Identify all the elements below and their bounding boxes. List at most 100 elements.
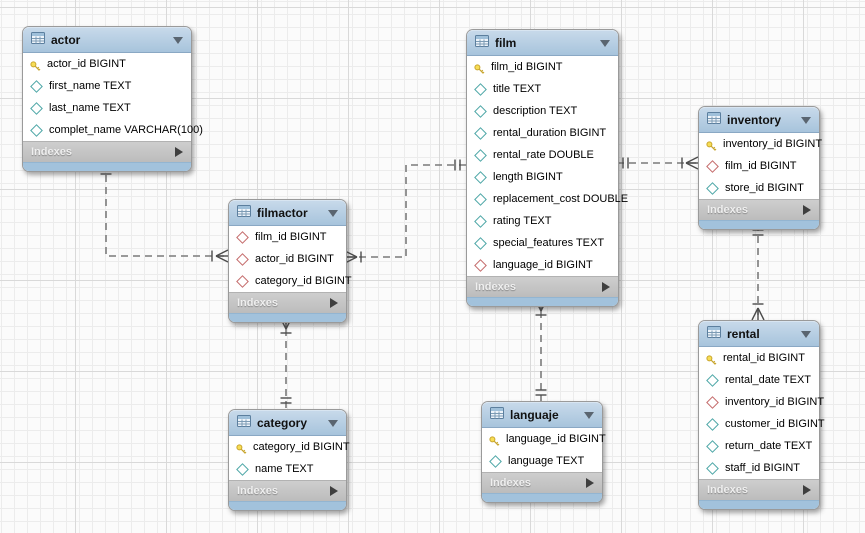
relationship-inventory-rental[interactable]	[751, 224, 765, 321]
column-row[interactable]: title TEXT	[467, 78, 618, 100]
expand-arrow-icon[interactable]	[602, 282, 610, 292]
column-row[interactable]: first_name TEXT	[23, 75, 191, 97]
column-row[interactable]: rental_rate DOUBLE	[467, 144, 618, 166]
relationship-film-inventory[interactable]	[617, 156, 699, 170]
collapse-arrow-icon[interactable]	[173, 36, 183, 44]
table-header[interactable]: rental	[699, 321, 819, 347]
expand-arrow-icon[interactable]	[330, 486, 338, 496]
column-row[interactable]: rating TEXT	[467, 210, 618, 232]
expand-arrow-icon[interactable]	[175, 147, 183, 157]
table-footer	[467, 297, 618, 306]
column-row[interactable]: customer_id BIGINT	[699, 413, 825, 435]
table-header[interactable]: inventory	[699, 107, 819, 133]
column-row[interactable]: actor_id BIGINT	[23, 53, 191, 75]
indexes-label: Indexes	[707, 484, 748, 496]
column-row[interactable]: language_id BIGINT	[482, 428, 606, 450]
collapse-arrow-icon[interactable]	[328, 209, 338, 217]
expand-arrow-icon[interactable]	[330, 298, 338, 308]
indexes-label: Indexes	[237, 297, 278, 309]
column-label: complet_name VARCHAR(100)	[49, 124, 203, 136]
column-diamond-icon	[706, 439, 719, 453]
column-row[interactable]: inventory_id BIGINT	[699, 133, 823, 155]
indexes-row[interactable]: Indexes	[23, 141, 191, 162]
collapse-arrow-icon[interactable]	[801, 116, 811, 124]
column-label: inventory_id BIGINT	[723, 138, 823, 150]
expand-arrow-icon[interactable]	[586, 478, 594, 488]
column-row[interactable]: replacement_cost DOUBLE	[467, 188, 628, 210]
expand-arrow-icon[interactable]	[803, 205, 811, 215]
primary-key-icon	[30, 59, 41, 71]
indexes-row[interactable]: Indexes	[699, 479, 819, 500]
table-footer	[482, 493, 602, 502]
column-row[interactable]: rental_id BIGINT	[699, 347, 819, 369]
indexes-row[interactable]: Indexes	[229, 292, 346, 313]
column-row[interactable]: film_id BIGINT	[699, 155, 819, 177]
table-inventory[interactable]: inventory inventory_id BIGINT film_id BIGI…	[698, 106, 823, 230]
primary-key-icon	[489, 434, 500, 446]
column-diamond-icon	[706, 181, 719, 195]
column-label: store_id BIGINT	[725, 182, 804, 194]
column-row[interactable]: actor_id BIGINT	[229, 248, 346, 270]
table-header[interactable]: category	[229, 410, 346, 436]
table-footer	[23, 162, 191, 171]
indexes-row[interactable]: Indexes	[229, 480, 346, 501]
column-diamond-icon	[474, 214, 487, 228]
column-label: film_id BIGINT	[725, 160, 797, 172]
table-icon	[237, 204, 251, 222]
table-title: filmactor	[257, 206, 308, 220]
foreign-key-diamond-icon	[236, 274, 249, 288]
collapse-arrow-icon[interactable]	[328, 419, 338, 427]
column-row[interactable]: category_id BIGINT	[229, 270, 352, 292]
column-row[interactable]: complet_name VARCHAR(100)	[23, 119, 203, 141]
relationship-languaje-film[interactable]	[534, 298, 548, 401]
foreign-key-diamond-icon	[706, 159, 719, 173]
collapse-arrow-icon[interactable]	[801, 330, 811, 338]
relationship-film-filmactor[interactable]	[344, 159, 466, 264]
column-label: length BIGINT	[493, 171, 563, 183]
table-header[interactable]: film	[467, 30, 618, 56]
expand-arrow-icon[interactable]	[803, 485, 811, 495]
indexes-row[interactable]: Indexes	[467, 276, 618, 297]
relationship-category-filmactor[interactable]	[279, 316, 293, 409]
column-diamond-icon	[236, 462, 249, 476]
column-row[interactable]: category_id BIGINT	[229, 436, 350, 458]
column-label: staff_id BIGINT	[725, 462, 800, 474]
column-diamond-icon	[474, 126, 487, 140]
column-label: inventory_id BIGINT	[725, 396, 825, 408]
table-header[interactable]: filmactor	[229, 200, 346, 226]
column-row[interactable]: return_date TEXT	[699, 435, 819, 457]
indexes-row[interactable]: Indexes	[699, 199, 819, 220]
foreign-key-diamond-icon	[236, 252, 249, 266]
column-row[interactable]: rental_duration BIGINT	[467, 122, 618, 144]
table-header[interactable]: actor	[23, 27, 191, 53]
column-row[interactable]: film_id BIGINT	[229, 226, 346, 248]
column-row[interactable]: name TEXT	[229, 458, 346, 480]
column-row[interactable]: description TEXT	[467, 100, 618, 122]
collapse-arrow-icon[interactable]	[584, 411, 594, 419]
table-header[interactable]: languaje	[482, 402, 602, 428]
column-row[interactable]: language TEXT	[482, 450, 602, 472]
column-row[interactable]: special_features TEXT	[467, 232, 618, 254]
relationship-actor-filmactor[interactable]	[100, 163, 229, 263]
table-title: languaje	[510, 408, 559, 422]
column-row[interactable]: film_id BIGINT	[467, 56, 618, 78]
column-diamond-icon	[30, 79, 43, 93]
collapse-arrow-icon[interactable]	[600, 39, 610, 47]
column-row[interactable]: store_id BIGINT	[699, 177, 819, 199]
column-row[interactable]: length BIGINT	[467, 166, 618, 188]
column-row[interactable]: inventory_id BIGINT	[699, 391, 824, 413]
column-row[interactable]: language_id BIGINT	[467, 254, 618, 276]
column-row[interactable]: staff_id BIGINT	[699, 457, 819, 479]
column-row[interactable]: last_name TEXT	[23, 97, 191, 119]
column-row[interactable]: rental_date TEXT	[699, 369, 819, 391]
indexes-label: Indexes	[31, 146, 72, 158]
indexes-row[interactable]: Indexes	[482, 472, 602, 493]
column-label: name TEXT	[255, 463, 314, 475]
